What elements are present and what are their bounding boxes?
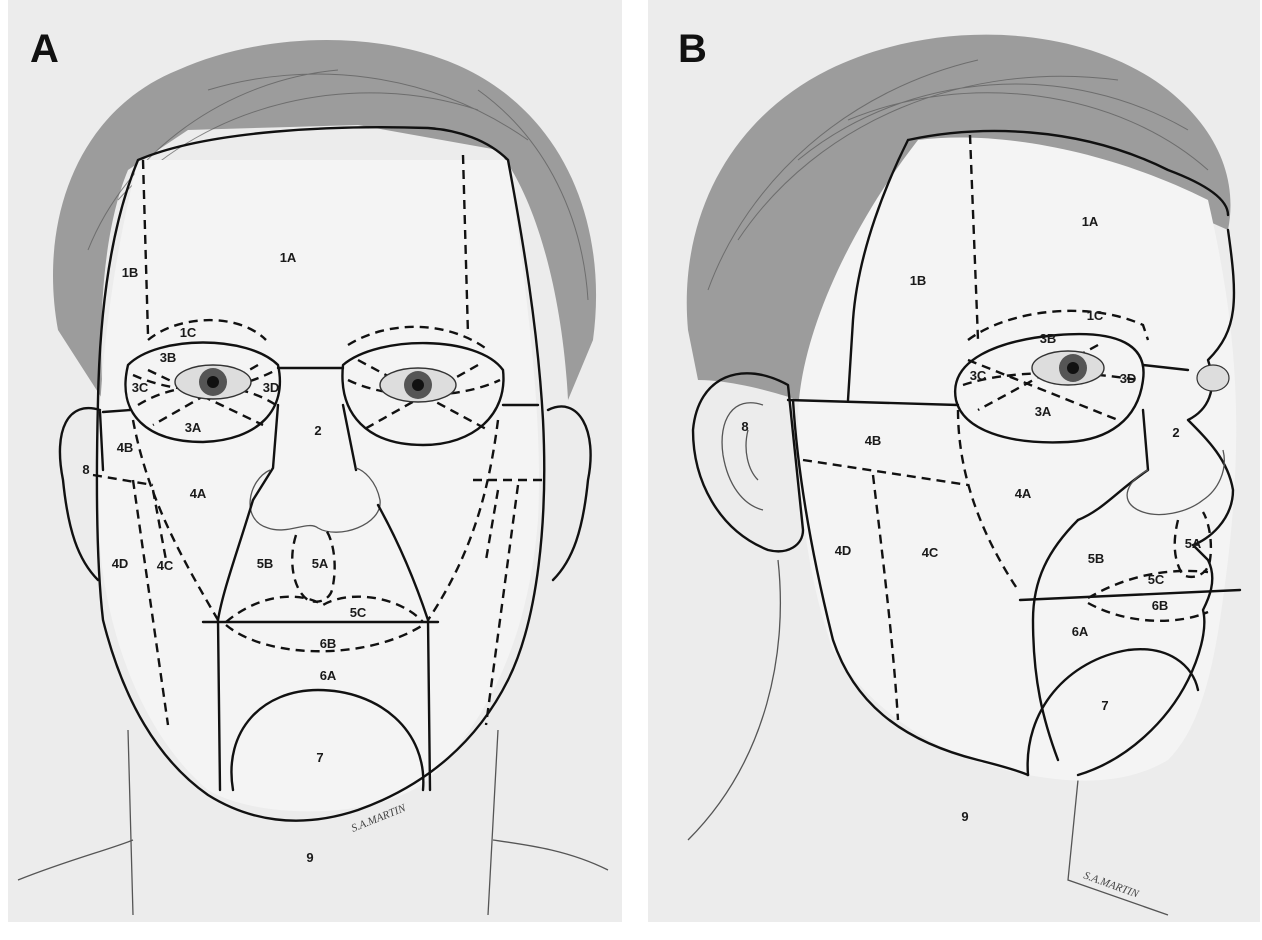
label-6B: 6B [1152,598,1169,613]
label-3A: 3A [185,420,202,435]
label-5A: 5A [1185,536,1202,551]
frontal-face-panel: 1A 1B 1C 2 3A 3B 3C 3D 4A 4B 4C 4D 5A 5B… [8,0,622,922]
label-5B: 5B [1088,551,1105,566]
right-ear-outline [548,406,591,580]
label-4C: 4C [157,558,174,573]
label-1C: 1C [180,325,197,340]
label-6B: 6B [320,636,337,651]
left-ear-outline [60,408,100,580]
label-8: 8 [741,419,748,434]
label-4B: 4B [865,433,882,448]
far-eye [1197,365,1229,391]
label-4A: 4A [190,486,207,501]
frontal-face-illustration: 1A 1B 1C 2 3A 3B 3C 3D 4A 4B 4C 4D 5A 5B… [8,0,622,922]
label-9: 9 [961,809,968,824]
label-9: 9 [306,850,313,865]
label-5C: 5C [1148,572,1165,587]
panel-letter: A [30,27,59,71]
face-skin [98,160,539,811]
label-1C: 1C [1087,308,1104,323]
label-3D: 3D [1120,371,1137,386]
right-pupil [412,379,424,391]
panel-letter: B [678,27,707,71]
label-5A: 5A [312,556,329,571]
label-6A: 6A [320,668,337,683]
label-2: 2 [1172,425,1179,440]
label-3C: 3C [970,368,987,383]
label-3C: 3C [132,380,149,395]
face-skin [798,138,1236,781]
label-5B: 5B [257,556,274,571]
oblique-face-illustration: 1A 1B 1C 2 3A 3B 3C 3D 4A 4B 4C 4D 5A 5B… [648,0,1260,922]
label-4B: 4B [117,440,134,455]
label-8: 8 [82,462,89,477]
label-4D: 4D [112,556,129,571]
label-1A: 1A [280,250,297,265]
label-1A: 1A [1082,214,1099,229]
label-6A: 6A [1072,624,1089,639]
label-7: 7 [316,750,323,765]
label-4A: 4A [1015,486,1032,501]
label-3A: 3A [1035,404,1052,419]
artist-signature: S.A.MARTIN [1082,870,1141,901]
label-3B: 3B [1040,331,1057,346]
label-5C: 5C [350,605,367,620]
left-pupil [207,376,219,388]
pupil [1067,362,1079,374]
label-4C: 4C [922,545,939,560]
oblique-face-panel: 1A 1B 1C 2 3A 3B 3C 3D 4A 4B 4C 4D 5A 5B… [648,0,1260,922]
label-3B: 3B [160,350,177,365]
label-4D: 4D [835,543,852,558]
label-1B: 1B [910,273,927,288]
label-7: 7 [1101,698,1108,713]
label-2: 2 [314,423,321,438]
label-1B: 1B [122,265,139,280]
label-3D: 3D [263,380,280,395]
